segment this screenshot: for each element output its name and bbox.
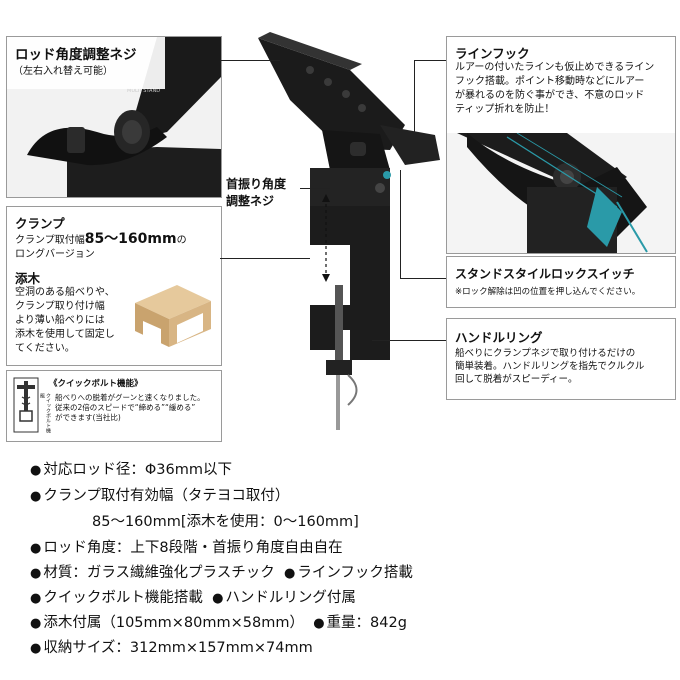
leader-line-rod-angle [220,60,280,61]
leader-line-stand-switch [400,278,446,279]
leader-line-line-hook-vertical [414,60,415,140]
leader-line-handle-ring [372,340,446,341]
spec-item: ●対応ロッド径：Φ36mm以下 [30,462,232,478]
spec-item: ●添木付属（105mm×80mm×58mm） ●重量：842g [30,615,407,631]
wood-block-image [135,285,211,347]
stand-switch-note: ※ロック解除は凹の位置を押し込んでください。 [455,287,641,297]
clamp-long-version-text: ロングバージョン [15,249,95,260]
spec-item: ●材質：ガラス繊維強化プラスチック ●ラインフック搭載 [30,565,413,581]
stand-switch-title: スタンドスタイルロックスイッチ [455,267,635,281]
leader-line-line-hook [414,60,446,61]
handle-ring-panel: ハンドルリング 船べりにクランプネジで取り付けるだけの 簡単装着。ハンドルリング… [446,318,676,400]
stand-switch-panel: スタンドスタイルロックスイッチ ※ロック解除は凹の位置を押し込んでください。 [446,256,676,308]
quick-bolt-title: 《クイックボルト機能》 [49,379,143,389]
rod-angle-subtitle: （左右入れ替え可能） [13,66,113,77]
rod-angle-panel: MULTI STAND ロッド角度調整ネジ （左右入れ替え可能） [6,36,222,198]
clamp-width-text: クランプ取付幅85～160mmの [15,231,187,247]
clamp-panel: クランプ クランプ取付幅85～160mmの ロングバージョン 添木 空洞のある船… [6,206,222,366]
spec-item: ●クイックボルト機能搭載 ●ハンドルリング付属 [30,590,356,606]
rod-stand-product-image [258,32,440,430]
spec-item: ●収納サイズ：312mm×157mm×74mm [30,640,313,656]
spec-item: ●ロッド角度：上下8段階・首振り角度自由自在 [30,540,343,556]
quick-bolt-logo-text: クイックボルト機能 [39,393,51,433]
line-hook-text: ルアーの付いたラインも仮止めできるライン フック搭載。ポイント移動時などにルアー… [455,62,655,115]
spec-item: 85～160mm[添木を使用：0～160mm] [92,514,359,530]
line-hook-closeup-photo [447,132,675,253]
line-hook-panel: ラインフック ルアーの付いたラインも仮止めできるライン フック搭載。ポイント移動… [446,36,676,254]
clamp-title: クランプ [15,216,65,231]
soegi-text: 空洞のある船べりや、 クランプ取り付け幅 より薄い船べりには 添木を使用して固定… [15,287,115,354]
leader-line-stand-switch-vertical [400,170,401,278]
swing-angle-label: 首振り角度 調整ネジ [226,177,287,208]
spec-item: ●クランプ取付有効幅（タテヨコ取付） [30,488,290,504]
quick-bolt-panel: クイックボルト機能 《クイックボルト機能》 船べりへの脱着がグーンと速くなりまし… [6,370,222,442]
leader-line-swing [300,188,330,189]
quick-bolt-text: 船べりへの脱着がグーンと速くなりました。 従来の2倍のスピードで“締める”“緩め… [55,393,205,422]
soegi-title: 添木 [15,271,41,286]
leader-line-clamp [220,258,310,259]
line-hook-title: ラインフック [455,46,530,61]
rod-angle-title: ロッド角度調整ネジ [15,47,137,63]
quick-bolt-logo-icon [13,377,39,433]
handle-ring-text: 船べりにクランプネジで取り付けるだけの 簡単装着。ハンドルリングを指先でクルクル… [455,348,645,385]
handle-ring-title: ハンドルリング [455,330,543,345]
product-mark: MULTI STAND [127,88,160,94]
